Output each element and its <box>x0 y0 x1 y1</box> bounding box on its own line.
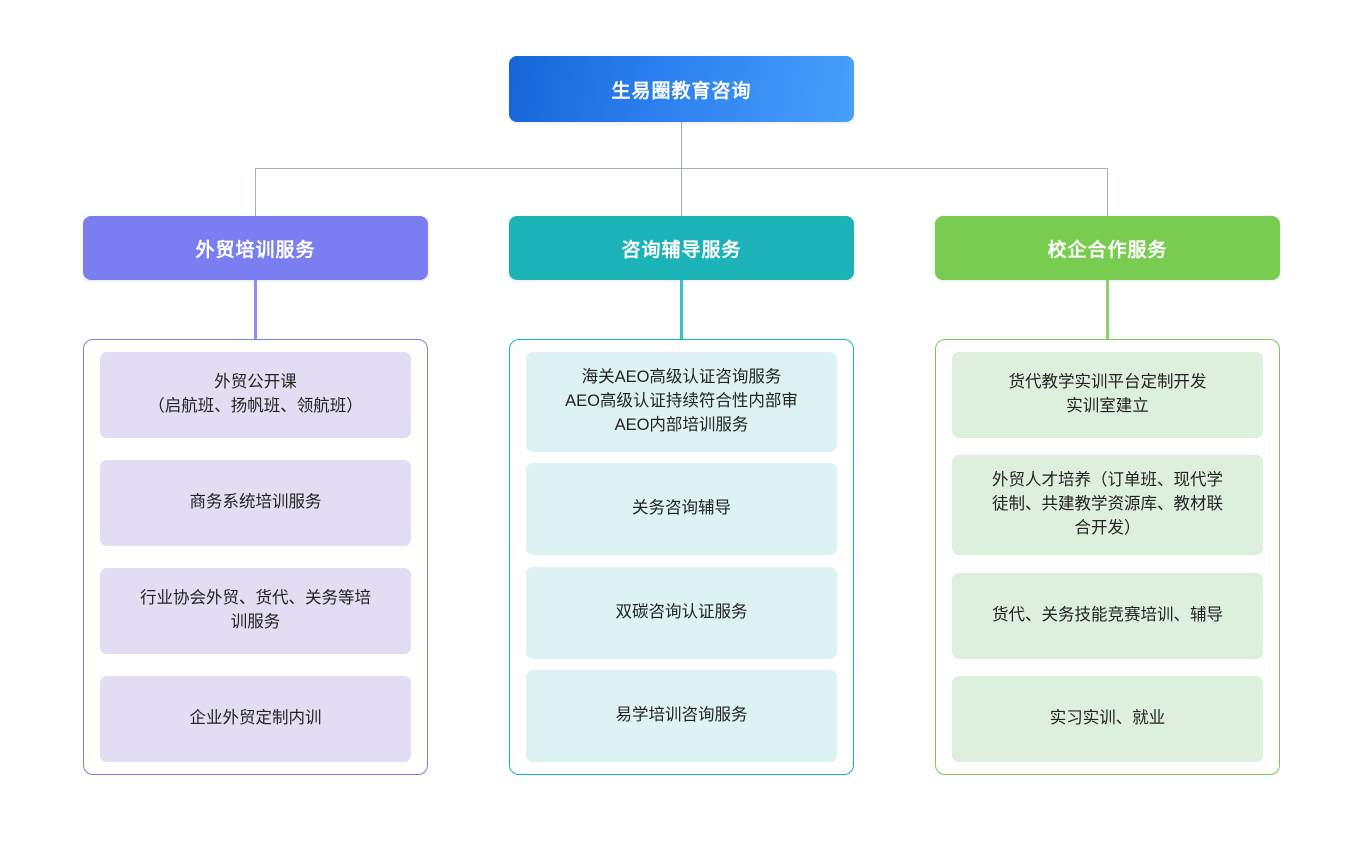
connector-drop-branch-3 <box>1107 168 1109 216</box>
leaf-card[interactable]: 企业外贸定制内训 <box>100 676 411 762</box>
leaf-card[interactable]: 商务系统培训服务 <box>100 460 411 546</box>
leaf-line: 训服务 <box>230 613 281 631</box>
leaf-card[interactable]: 海关AEO高级认证咨询服务 AEO高级认证持续符合性内部审 AEO内部培训服务 <box>526 352 837 452</box>
leaf-card[interactable]: 外贸人才培养（订单班、现代学 徒制、共建教学资源库、教材联 合开发） <box>952 455 1263 556</box>
leaf-card[interactable]: 货代教学实训平台定制开发 实训室建立 <box>952 352 1263 438</box>
branch-body-3: 货代教学实训平台定制开发 实训室建立 外贸人才培养（订单班、现代学 徒制、共建教… <box>935 339 1280 775</box>
root-node[interactable]: 生易圈教育咨询 <box>509 56 854 122</box>
branch-column-1: 外贸培训服务 外贸公开课 （启航班、扬帆班、领航班） 商务系统培训服务 行业协会… <box>83 216 428 775</box>
branch-body-1: 外贸公开课 （启航班、扬帆班、领航班） 商务系统培训服务 行业协会外贸、货代、关… <box>83 339 428 775</box>
leaf-line: AEO内部培训服务 <box>614 415 749 434</box>
leaf-card[interactable]: 实习实训、就业 <box>952 675 1263 762</box>
leaf-line: 易学培训咨询服务 <box>615 706 748 725</box>
leaf-line: 货代教学实训平台定制开发 <box>1008 373 1207 392</box>
leaf-card[interactable]: 货代、关务技能竞赛培训、辅导 <box>952 572 1263 659</box>
branch-header-label-3: 校企合作服务 <box>1047 239 1168 261</box>
leaf-line: 外贸人才培养（订单班、现代学 <box>992 471 1223 490</box>
leaf-line: 商务系统培训服务 <box>189 493 322 512</box>
leaf-line: 徒制、共建教学资源库、教材联 <box>992 495 1223 514</box>
leaf-card[interactable]: 行业协会外贸、货代、关务等培 训服务 <box>100 568 411 654</box>
branch-body-2: 海关AEO高级认证咨询服务 AEO高级认证持续符合性内部审 AEO内部培训服务 … <box>509 339 854 775</box>
leaf-line: 行业协会外贸、货代、关务等培 <box>140 589 371 608</box>
branch-header-label-1: 外贸培训服务 <box>195 239 316 261</box>
leaf-line: 企业外贸定制内训 <box>189 709 322 728</box>
root-node-label: 生易圈教育咨询 <box>611 80 752 102</box>
leaf-line: AEO高级认证持续符合性内部审 <box>565 392 798 411</box>
branch-header-1[interactable]: 外贸培训服务 <box>83 216 428 280</box>
connector-header-to-body-2 <box>680 280 683 339</box>
leaf-line: 实习实训、就业 <box>1049 709 1166 728</box>
leaf-card[interactable]: 易学培训咨询服务 <box>526 669 837 762</box>
branch-header-3[interactable]: 校企合作服务 <box>935 216 1280 280</box>
leaf-line: 外贸公开课 <box>214 373 297 392</box>
leaf-line: 关务咨询辅导 <box>632 499 731 518</box>
leaf-line: 货代、关务技能竞赛培训、辅导 <box>992 605 1223 624</box>
leaf-card[interactable]: 双碳咨询认证服务 <box>526 566 837 659</box>
leaf-card[interactable]: 外贸公开课 （启航班、扬帆班、领航班） <box>100 352 411 438</box>
branch-column-3: 校企合作服务 货代教学实训平台定制开发 实训室建立 外贸人才培养（订单班、现代学… <box>935 216 1280 775</box>
leaf-line: 实训室建立 <box>1066 397 1149 415</box>
connector-root-stem <box>681 122 683 168</box>
leaf-line: 合开发） <box>1074 519 1141 538</box>
connector-drop-branch-2 <box>681 168 683 216</box>
leaf-line: （启航班、扬帆班、领航班） <box>148 397 363 415</box>
branch-header-label-2: 咨询辅导服务 <box>621 239 742 261</box>
leaf-line: 双碳咨询认证服务 <box>615 602 748 621</box>
connector-header-to-body-3 <box>1106 280 1109 339</box>
connector-header-to-body-1 <box>254 280 257 339</box>
connector-drop-branch-1 <box>255 168 257 216</box>
branch-column-2: 咨询辅导服务 海关AEO高级认证咨询服务 AEO高级认证持续符合性内部审 AEO… <box>509 216 854 775</box>
leaf-line: 海关AEO高级认证咨询服务 <box>581 368 782 387</box>
leaf-card[interactable]: 关务咨询辅导 <box>526 463 837 556</box>
branch-header-2[interactable]: 咨询辅导服务 <box>509 216 854 280</box>
